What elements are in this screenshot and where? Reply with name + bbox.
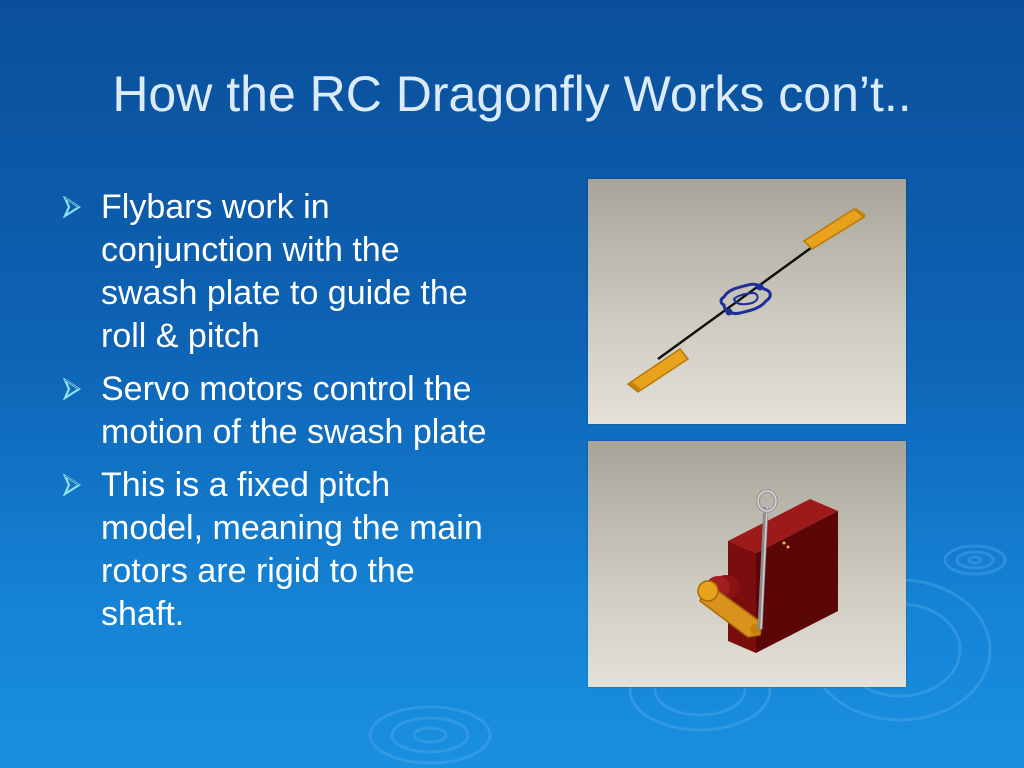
arrow-right-icon — [62, 196, 82, 218]
bullet-text: Servo motors control the motion of the s… — [101, 370, 487, 451]
slide-title: How the RC Dragonfly Works con’t.. — [112, 66, 912, 122]
bullet-item: Flybars work in conjunction with the swa… — [62, 186, 492, 358]
bullet-list: Flybars work in conjunction with the swa… — [62, 186, 492, 646]
flybar-render-image — [588, 179, 906, 424]
bullet-text: Flybars work in conjunction with the swa… — [101, 188, 468, 355]
bullet-item: This is a fixed pitch model, meaning the… — [62, 464, 492, 636]
arrow-right-icon — [62, 474, 82, 496]
bullet-item: Servo motors control the motion of the s… — [62, 368, 492, 454]
servo-motor-render-image — [588, 441, 906, 687]
arrow-right-icon — [62, 378, 82, 400]
bullet-text: This is a fixed pitch model, meaning the… — [101, 466, 483, 633]
